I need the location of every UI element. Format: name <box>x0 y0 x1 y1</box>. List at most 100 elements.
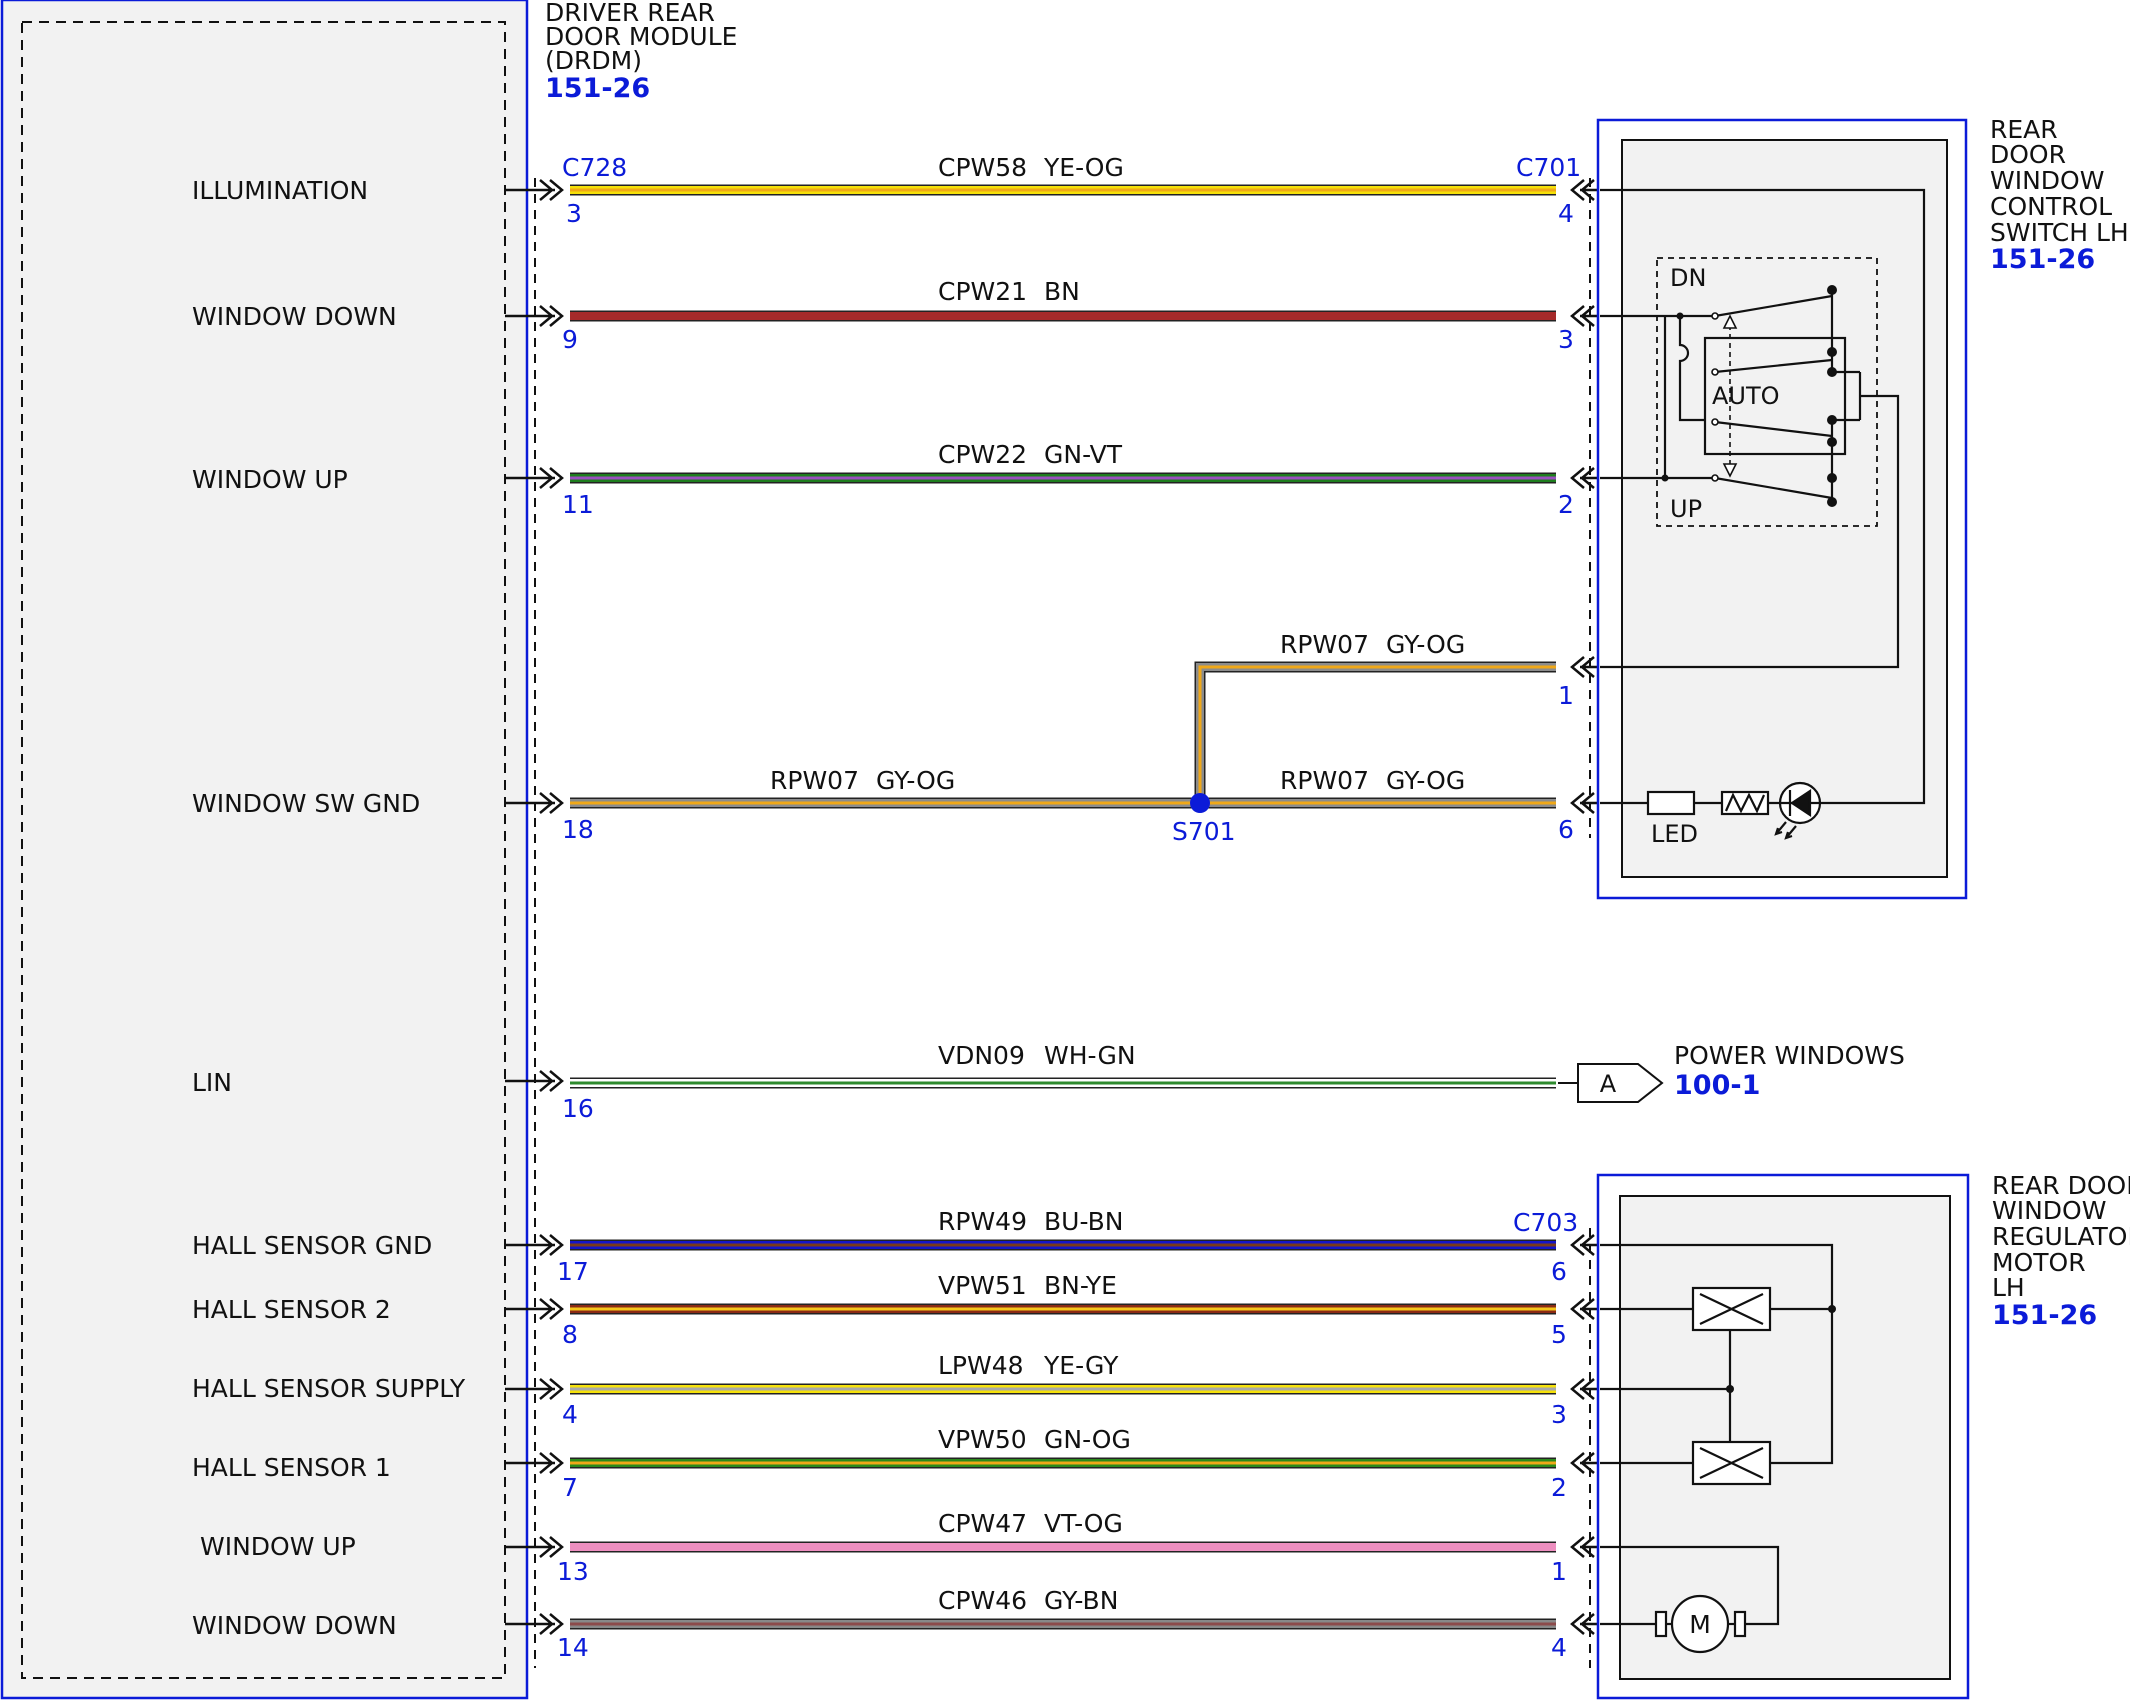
left-pin: 18 <box>562 815 594 844</box>
left-pin: 9 <box>562 325 578 354</box>
switch-auto-label: AUTO <box>1712 382 1780 410</box>
connector-c728-label: C728 <box>562 153 627 182</box>
right-pin: 3 <box>1551 1400 1567 1429</box>
power-windows-ref[interactable]: 100-1 <box>1674 1070 1760 1101</box>
wire-color: GY-OG <box>1386 766 1465 795</box>
wire-circuit: CPW21 <box>938 277 1027 306</box>
right-pin: 1 <box>1551 1557 1567 1586</box>
wire-color: GY-OG <box>876 766 955 795</box>
wire-color: VT-OG <box>1044 1509 1123 1538</box>
led-label: LED <box>1651 820 1698 848</box>
left-pin: 3 <box>566 199 582 228</box>
motor-name-line: MOTOR <box>1992 1248 2086 1277</box>
motor-junction-dots <box>1726 1305 1836 1393</box>
module-box <box>0 0 529 1700</box>
motor-inner-body <box>1619 1195 1951 1680</box>
switch-ref[interactable]: 151-26 <box>1990 244 2095 275</box>
wire-color: GY-BN <box>1044 1586 1118 1615</box>
splice-s701-label: S701 <box>1172 817 1236 846</box>
wire-circuit: VDN09 <box>938 1041 1025 1070</box>
left-pin: 13 <box>557 1557 589 1586</box>
hall-sensor-2 <box>1691 1440 1772 1486</box>
left-pin: 16 <box>562 1094 594 1123</box>
motor-symbol: M <box>1689 1610 1711 1639</box>
splice-s701-dot <box>1190 793 1210 813</box>
wire-circuit: LPW48 <box>938 1351 1024 1380</box>
wire-labels: CPW58 YE-OG 3 4 CPW21 BN 9 3 CPW22 GN-VT… <box>557 153 1574 1662</box>
connector-c703-label: C703 <box>1513 1208 1578 1237</box>
connector-c701-label: C701 <box>1516 153 1581 182</box>
wire-circuit: RPW07 <box>1280 630 1369 659</box>
module-name-line-1: DRIVER REAR <box>545 0 715 27</box>
wire-circuit: CPW46 <box>938 1586 1027 1615</box>
wire-color: BU-BN <box>1044 1207 1123 1236</box>
wire-rpw07[interactable] <box>1196 663 1556 803</box>
module-name-line-3: (DRDM) <box>545 46 642 75</box>
left-pin: 11 <box>562 490 594 519</box>
switch-actuator-arrows <box>1711 312 1738 482</box>
right-pin: 1 <box>1558 681 1574 710</box>
wire-circuit: CPW47 <box>938 1509 1027 1538</box>
left-pin: 7 <box>562 1473 578 1502</box>
wire-rpw07-tracer <box>1198 665 1556 803</box>
wire-color: YE-OG <box>1043 153 1124 182</box>
right-pin: 5 <box>1551 1320 1567 1349</box>
power-windows-connector[interactable]: A <box>1577 1063 1664 1103</box>
left-pin-stubs <box>505 179 564 1635</box>
left-pin: 8 <box>562 1320 578 1349</box>
wire-circuit: RPW07 <box>770 766 859 795</box>
signal-label: HALL SENSOR 1 <box>192 1453 391 1482</box>
signal-label: HALL SENSOR 2 <box>192 1295 391 1324</box>
switch-name-line: REAR <box>1990 115 2058 144</box>
wire-circuit: CPW22 <box>938 440 1027 469</box>
right-pin-stubs <box>1570 179 1600 1635</box>
signal-label: WINDOW UP <box>192 465 348 494</box>
right-pin: 4 <box>1558 199 1574 228</box>
switch-inner-body <box>1621 139 1948 878</box>
right-pin: 6 <box>1558 815 1574 844</box>
module-name-line-2: DOOR MODULE <box>545 22 737 51</box>
right-pin: 6 <box>1551 1257 1567 1286</box>
switch-up-label: UP <box>1670 495 1702 523</box>
module-ref[interactable]: 151-26 <box>545 73 650 104</box>
wire-color: BN <box>1044 277 1080 306</box>
wire-circuit: CPW58 <box>938 153 1027 182</box>
motor-name-line: LH <box>1992 1273 2025 1302</box>
module-inner-dashed <box>21 21 506 1679</box>
led-circuit <box>1600 781 1822 840</box>
wire-color: YE-GY <box>1043 1351 1119 1380</box>
wire-color: BN-YE <box>1044 1271 1117 1300</box>
signal-label: WINDOW UP <box>200 1532 356 1561</box>
wire-circuit: VPW50 <box>938 1425 1027 1454</box>
wire-circuit: VPW51 <box>938 1271 1027 1300</box>
hall-sensor-1 <box>1691 1286 1772 1332</box>
switch-contacts <box>1661 285 1837 507</box>
motor-icon <box>1654 1594 1747 1654</box>
right-pin: 3 <box>1558 325 1574 354</box>
switch-name-line: SWITCH LH <box>1990 218 2129 247</box>
wire-color: GN-OG <box>1044 1425 1131 1454</box>
motor-ref[interactable]: 151-26 <box>1992 1300 2097 1331</box>
connector-marker: A <box>1600 1070 1617 1098</box>
signal-label: LIN <box>192 1068 232 1097</box>
signal-label: WINDOW SW GND <box>192 789 420 818</box>
left-pin: 14 <box>557 1633 589 1662</box>
power-windows-label: POWER WINDOWS <box>1674 1041 1905 1070</box>
wire-circuit: RPW07 <box>1280 766 1369 795</box>
switch-name-line: CONTROL <box>1990 192 2112 221</box>
signal-label: WINDOW DOWN <box>192 302 397 331</box>
motor-name-line: REAR DOOR <box>1992 1171 2130 1200</box>
right-pin: 2 <box>1558 490 1574 519</box>
wire-color: GY-OG <box>1386 630 1465 659</box>
signal-label: HALL SENSOR GND <box>192 1231 432 1260</box>
led-resistor <box>1646 790 1696 816</box>
wire-color: GN-VT <box>1044 440 1123 469</box>
switch-name-line: DOOR <box>1990 140 2066 169</box>
switch-dn-label: DN <box>1670 264 1706 292</box>
left-pin: 4 <box>562 1400 578 1429</box>
left-pin: 17 <box>557 1257 589 1286</box>
signal-label: WINDOW DOWN <box>192 1611 397 1640</box>
motor-name-line: REGULATOR <box>1992 1222 2130 1251</box>
wire-rpw07-outline <box>1194 661 1556 803</box>
